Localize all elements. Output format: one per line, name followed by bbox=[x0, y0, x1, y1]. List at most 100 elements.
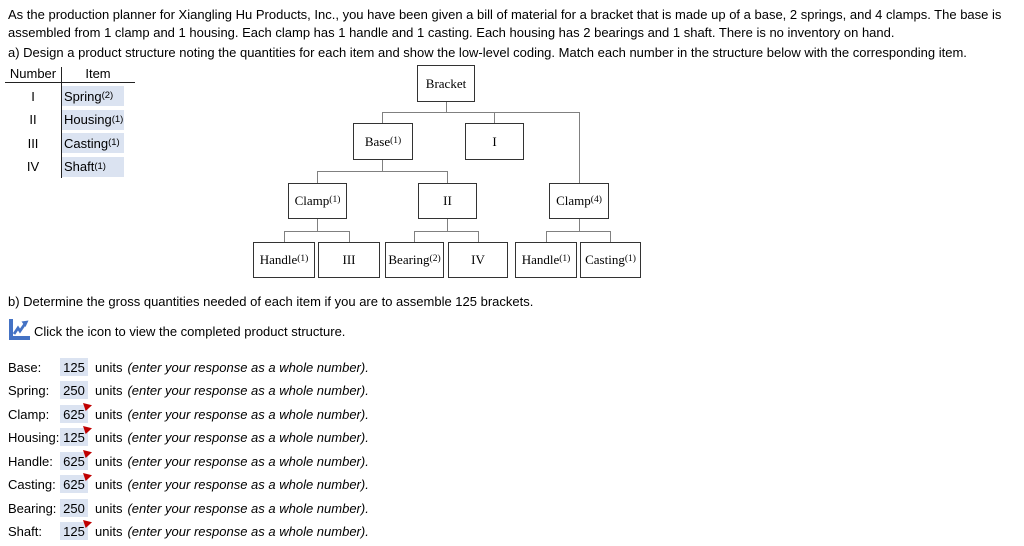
input-value: 625 bbox=[63, 406, 85, 422]
number-column-header: Number bbox=[9, 66, 57, 81]
node-label: Handle bbox=[259, 252, 298, 267]
tree-connector bbox=[284, 231, 350, 232]
node-label: I bbox=[492, 133, 497, 149]
number-cell: III bbox=[27, 135, 39, 151]
answer-row-base: Base: 125 units (enter your response as … bbox=[8, 358, 369, 376]
number-cell: IV bbox=[26, 159, 40, 174]
units-label: units bbox=[95, 359, 123, 375]
tree-node-casting: Casting(1) bbox=[580, 242, 641, 278]
bearing-quantity-input[interactable]: 250 bbox=[60, 499, 88, 517]
units-label: units bbox=[95, 523, 123, 539]
node-qty: (1) bbox=[624, 254, 636, 265]
item-name: Spring bbox=[64, 88, 102, 104]
part-a-prompt: a) Design a product structure noting the… bbox=[8, 45, 967, 60]
node-label: Casting bbox=[585, 252, 625, 267]
icon-caption: Click the icon to view the completed pro… bbox=[34, 324, 346, 339]
shaft-quantity-input[interactable]: 125 bbox=[60, 520, 92, 540]
tree-connector bbox=[349, 231, 350, 242]
tree-connector bbox=[414, 231, 479, 232]
item-name: Housing bbox=[64, 112, 112, 127]
handle-quantity-input[interactable]: 625 bbox=[60, 450, 92, 470]
units-label: units bbox=[95, 406, 123, 422]
tree-connector bbox=[546, 231, 611, 232]
input-value: 625 bbox=[63, 476, 85, 492]
node-qty: (4) bbox=[590, 195, 602, 206]
tree-connector bbox=[447, 219, 448, 231]
item-qty: (1) bbox=[108, 137, 120, 149]
tree-node-bracket: Bracket bbox=[417, 65, 475, 102]
answered-flag-icon bbox=[83, 473, 92, 481]
tree-node-handle-left: Handle(1) bbox=[253, 242, 315, 278]
item-name: Casting bbox=[64, 135, 109, 151]
tree-connector bbox=[382, 112, 383, 123]
answer-label: Casting: bbox=[8, 476, 56, 492]
node-qty: (1) bbox=[390, 135, 402, 146]
answer-label: Shaft: bbox=[8, 523, 42, 539]
input-value: 125 bbox=[63, 359, 85, 375]
spring-quantity-input[interactable]: 250 bbox=[60, 381, 88, 399]
node-label: III bbox=[342, 252, 356, 267]
node-qty: (1) bbox=[559, 254, 571, 265]
chart-icon[interactable] bbox=[8, 319, 30, 341]
matching-table-body: I Spring(2) II Housing(1) III Casting(1)… bbox=[5, 83, 135, 177]
casting-quantity-input[interactable]: 625 bbox=[60, 473, 92, 493]
item-answer-cell[interactable]: Casting(1) bbox=[62, 133, 124, 153]
node-label: Bracket bbox=[425, 75, 467, 91]
clamp-quantity-input[interactable]: 625 bbox=[60, 403, 92, 423]
housing-quantity-input[interactable]: 125 bbox=[60, 426, 92, 446]
matching-table: Number Item I Spring(2) II Housing(1) II… bbox=[5, 66, 135, 180]
item-answer-cell[interactable]: Spring(2) bbox=[62, 86, 124, 106]
units-label: units bbox=[95, 453, 123, 469]
chart-icon-glyph bbox=[9, 319, 30, 340]
answer-label: Base: bbox=[8, 359, 42, 375]
table-row: II Housing(1) bbox=[5, 109, 135, 130]
units-label: units bbox=[95, 500, 123, 516]
answered-flag-icon bbox=[83, 426, 92, 434]
part-b-prompt: b) Determine the gross quantities needed… bbox=[8, 294, 534, 309]
response-hint: (enter your response as a whole number). bbox=[127, 476, 369, 492]
answer-label: Housing: bbox=[8, 429, 60, 445]
product-structure-diagram: Bracket Base(1) I Clamp(1) II Clamp(4) H… bbox=[253, 65, 641, 278]
item-column-header: Item bbox=[85, 66, 111, 81]
response-hint: (enter your response as a whole number). bbox=[127, 382, 369, 398]
table-row: IV Shaft(1) bbox=[5, 156, 135, 177]
number-cell: I bbox=[31, 88, 35, 104]
answer-label: Bearing: bbox=[8, 500, 57, 516]
table-row: III Casting(1) bbox=[5, 133, 135, 153]
table-row: I Spring(2) bbox=[5, 86, 135, 106]
problem-statement: As the production planner for Xiangling … bbox=[8, 7, 1002, 40]
table-divider bbox=[61, 67, 62, 178]
item-answer-cell[interactable]: Shaft(1) bbox=[62, 156, 124, 177]
tree-connector bbox=[284, 231, 285, 242]
item-qty: (1) bbox=[94, 160, 106, 172]
node-qty: (2) bbox=[429, 254, 441, 265]
units-label: units bbox=[95, 382, 123, 398]
tree-connector bbox=[546, 231, 547, 242]
tree-connector bbox=[447, 171, 448, 183]
answer-row-clamp: Clamp: 625 units (enter your response as… bbox=[8, 403, 369, 423]
tree-slot-1: I bbox=[465, 123, 524, 160]
tree-node-base: Base(1) bbox=[353, 123, 413, 160]
node-label: Bearing bbox=[388, 252, 430, 267]
item-answer-cell[interactable]: Housing(1) bbox=[62, 109, 124, 130]
matching-table-header: Number Item bbox=[5, 66, 135, 83]
base-quantity-input[interactable]: 125 bbox=[60, 358, 88, 376]
answer-row-spring: Spring: 250 units (enter your response a… bbox=[8, 381, 369, 399]
input-value: 125 bbox=[63, 523, 85, 539]
response-hint: (enter your response as a whole number). bbox=[127, 359, 369, 375]
number-cell: II bbox=[29, 112, 37, 127]
tree-slot-4: IV bbox=[448, 242, 508, 278]
answer-row-bearing: Bearing: 250 units (enter your response … bbox=[8, 499, 369, 517]
tree-connector bbox=[446, 102, 447, 112]
answer-row-shaft: Shaft: 125 units (enter your response as… bbox=[8, 520, 369, 540]
tree-node-handle-right: Handle(1) bbox=[515, 242, 577, 278]
node-label: Clamp bbox=[556, 193, 591, 208]
input-value: 250 bbox=[63, 382, 85, 398]
tree-node-clamp-1: Clamp(1) bbox=[288, 183, 347, 219]
node-qty: (1) bbox=[329, 195, 341, 206]
tree-connector bbox=[414, 231, 415, 242]
response-hint: (enter your response as a whole number). bbox=[127, 429, 369, 445]
units-label: units bbox=[95, 476, 123, 492]
node-label: II bbox=[443, 193, 452, 208]
